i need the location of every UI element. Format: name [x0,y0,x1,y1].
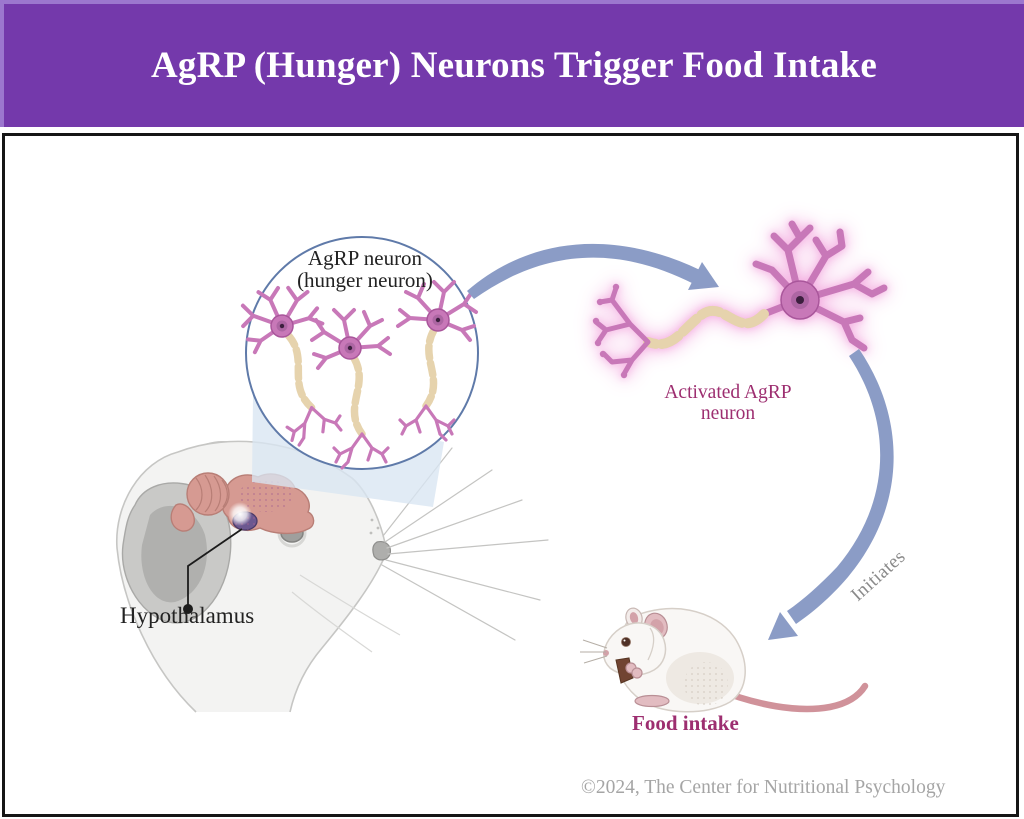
activated-neuron-label-line2: neuron [700,403,756,425]
activated-neuron-label-line1: Activated AgRP [664,382,792,403]
page-title: AgRP (Hunger) Neurons Trigger Food Intak… [151,45,877,86]
activated-neuron-label: Activated AgRP neuron [628,382,828,425]
inset-label-line2: (hunger neuron) [297,268,433,293]
activation-arrow [467,243,719,299]
header-banner: AgRP (Hunger) Neurons Trigger Food Intak… [0,0,1024,127]
food-intake-label: Food intake [632,711,739,735]
copyright-text: ©2024, The Center for Nutritional Psycho… [581,777,946,798]
initiates-arrow [768,349,894,640]
inset-label-line1: AgRP neuron [307,246,423,270]
hypothalamus-pointer [183,528,243,614]
mouse-head-art [116,440,549,713]
magnifier-circle [237,236,478,469]
eating-mouse-art [580,607,869,713]
hypothalamus-label: Hypothalamus [120,603,255,628]
inset-label: AgRP neuron (hunger neuron) [255,247,475,291]
activated-neuron-art [592,220,888,379]
hypothalamus-highlight [228,502,258,531]
brain-art [170,472,315,535]
